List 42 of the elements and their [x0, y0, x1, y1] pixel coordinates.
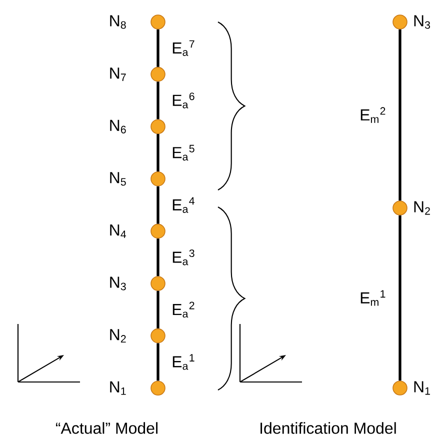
connector-line [156, 134, 160, 172]
node-label: N$_{1}$ [110, 381, 126, 395]
node-label: N$_{7}$ [110, 68, 126, 81]
node-circle [150, 14, 166, 30]
node-label: N$_{5}$ [110, 172, 126, 186]
connector-line [398, 29, 402, 201]
connector-line [156, 238, 160, 276]
edge-label: E$_{a}$2 [172, 302, 194, 318]
node-label: N$_{2}$ [414, 201, 430, 215]
node-circle [392, 200, 408, 216]
node-circle [150, 172, 166, 186]
node-label: N$_{4}$ [110, 224, 126, 238]
edge-label: E$_{a}$3 [172, 249, 194, 266]
node-circle [150, 380, 166, 396]
node-label: N$_{1}$ [414, 381, 430, 395]
edge-label: E$_{a}$1 [172, 354, 194, 370]
node-label: N$_{6}$ [110, 120, 126, 134]
connector-line [156, 186, 160, 224]
node-label: N$_{8}$ [110, 15, 126, 29]
node-circle [150, 276, 166, 291]
node-circle [150, 328, 166, 344]
node-circle [150, 66, 166, 82]
edge-label: E$_{a}$7 [172, 40, 194, 56]
connector-line [156, 290, 160, 328]
node-label: N$_{3}$ [414, 15, 430, 29]
edge-label: E$_{m}$1 [360, 290, 386, 306]
edge-label: E$_{a}$6 [172, 92, 194, 108]
node-circle [150, 224, 166, 239]
connector-line [156, 343, 160, 381]
edge-label: E$_{m}$2 [360, 107, 386, 123]
connector-line [156, 29, 160, 67]
node-circle [392, 14, 408, 30]
edge-label: E$_{a}$4 [172, 197, 194, 213]
caption: Identification Model [260, 422, 396, 434]
connector-line [156, 82, 160, 120]
node-label: N$_{2}$ [110, 329, 126, 342]
node-circle [392, 380, 408, 396]
caption: “Actual” Model [56, 422, 158, 434]
node-circle [150, 119, 166, 134]
node-label: N$_{3}$ [110, 276, 126, 290]
connector-line [398, 215, 402, 381]
edge-label: E$_{a}$5 [172, 144, 194, 161]
